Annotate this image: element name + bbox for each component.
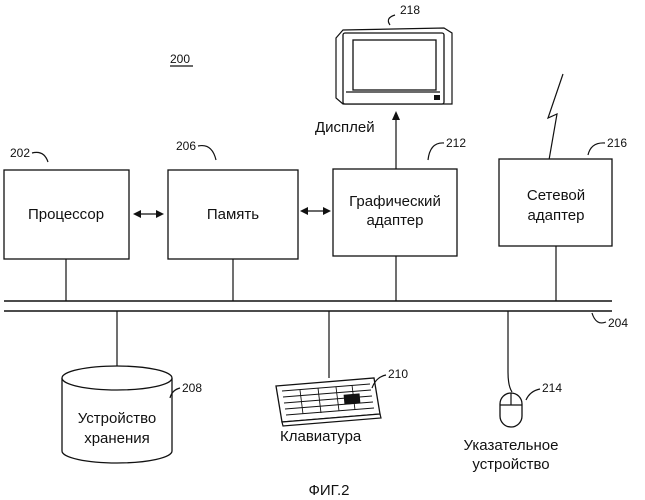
pointer-ref-leader xyxy=(526,389,540,400)
figure-caption: ФИГ.2 xyxy=(309,482,350,499)
graphics-ref: 212 xyxy=(446,136,466,150)
figure-number: 200 xyxy=(170,52,190,66)
network-label-line1: Сетевой xyxy=(527,187,585,204)
storage-label-line2: хранения xyxy=(84,430,150,447)
pointer-label-line1: Указательное xyxy=(464,437,559,454)
processor-memory-link xyxy=(133,210,164,218)
memory-label: Память xyxy=(207,206,259,223)
bus-ref: 204 xyxy=(608,316,628,330)
processor-ref: 202 xyxy=(10,146,30,160)
network-ref-leader xyxy=(588,143,605,155)
memory-ref-leader xyxy=(198,146,216,160)
storage-label-line1: Устройство xyxy=(78,410,156,427)
graphics-label-line2: адаптер xyxy=(367,212,424,229)
network-label-line2: адаптер xyxy=(528,207,585,224)
display-label: Дисплей xyxy=(315,119,375,136)
graphics-display-arrowhead xyxy=(392,111,400,120)
storage-ref: 208 xyxy=(182,381,202,395)
pointer-bus-link xyxy=(508,311,512,392)
mouse-icon xyxy=(500,393,522,427)
keyboard-label: Клавиатура xyxy=(280,428,362,445)
graphics-label-line1: Графический xyxy=(349,193,441,210)
memory-ref: 206 xyxy=(176,139,196,153)
display-ref: 218 xyxy=(400,3,420,17)
processor-ref-leader xyxy=(32,152,48,162)
graphics-ref-leader xyxy=(428,143,444,160)
pointer-ref: 214 xyxy=(542,381,562,395)
bus-ref-leader xyxy=(592,313,606,323)
network-ref: 216 xyxy=(607,136,627,150)
system-bus xyxy=(4,301,612,311)
keyboard-icon xyxy=(276,378,381,426)
keyboard-ref: 210 xyxy=(388,367,408,381)
processor-label: Процессор xyxy=(28,206,104,223)
pointer-label-line2: устройство xyxy=(472,456,549,473)
wireless-bolt-icon xyxy=(548,74,563,160)
display-ref-leader xyxy=(388,15,395,25)
memory-graphics-link xyxy=(300,207,331,215)
display-monitor xyxy=(336,28,452,104)
